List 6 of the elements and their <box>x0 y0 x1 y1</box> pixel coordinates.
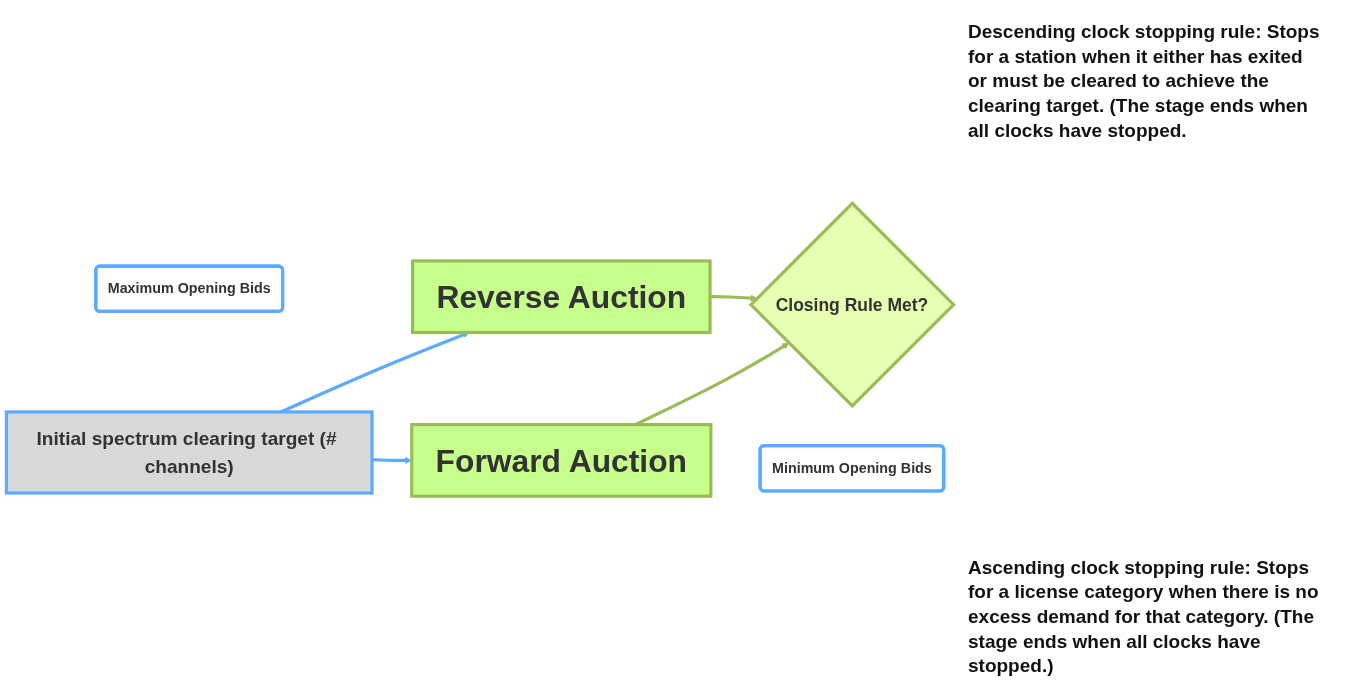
node-diamond: Closing Rule Met? <box>748 200 956 408</box>
node-box: Initial spectrum clearing target (# channels) <box>4 410 374 495</box>
note-text: Descending clock stopping rule: Stops for a station when it either has exited or must be cleared to achieve the clearing target. (The stage ends when all clocks have stopped. <box>968 20 1321 143</box>
node-box: Forward Auction <box>410 422 713 498</box>
node-box: Reverse Auction <box>411 259 712 334</box>
note-text: Ascending clock stopping rule: Stops for a license category when there is no excess demand for that category. (The stage ends when all clocks have stopped.) <box>968 555 1320 679</box>
